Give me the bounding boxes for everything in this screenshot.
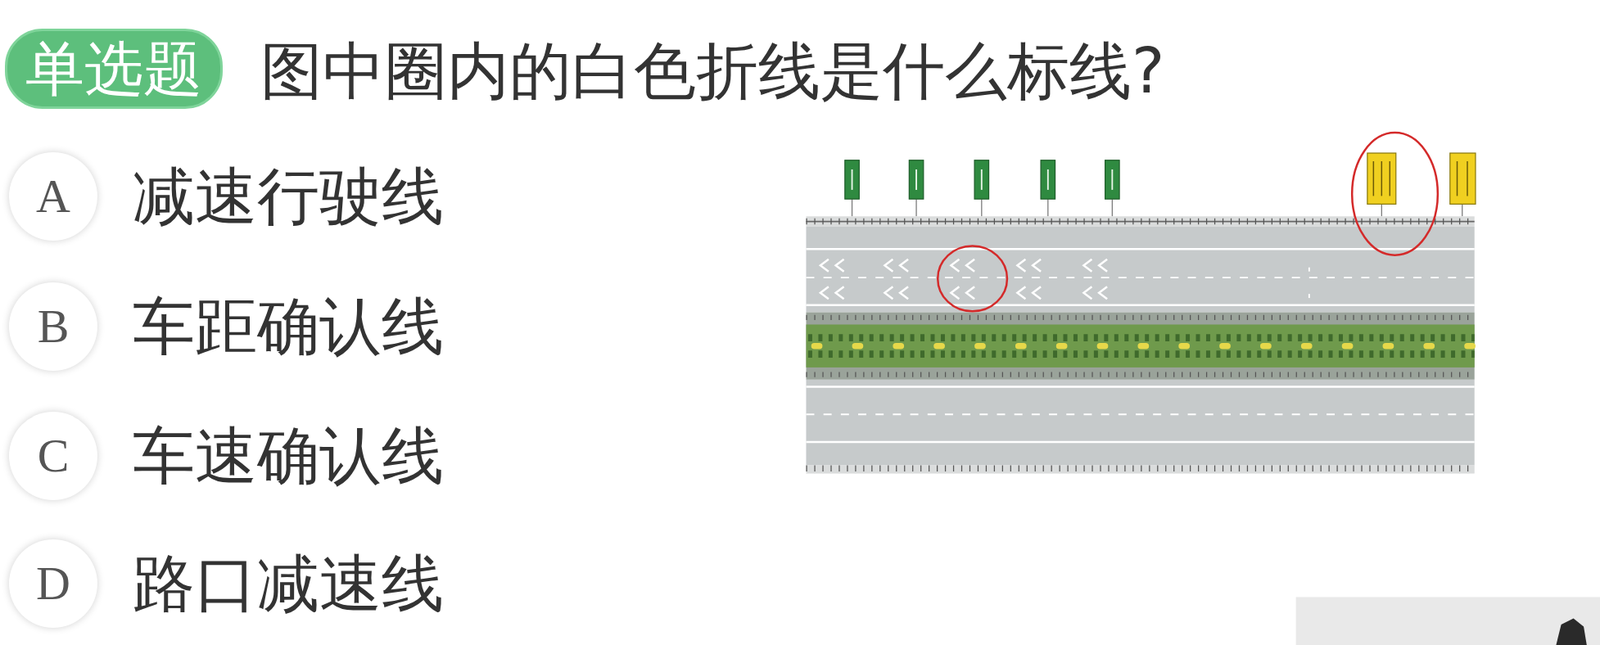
video-corner <box>1296 596 1600 645</box>
question-title: 图中圈内的白色折线是什么标线? <box>260 40 1165 103</box>
option-circle: B <box>9 282 98 371</box>
option-circle: C <box>9 411 98 501</box>
option-letter: C <box>37 432 70 480</box>
option-circle: D <box>9 539 98 629</box>
option-letter: B <box>37 302 70 351</box>
option-text: 路口减速线 <box>132 552 444 615</box>
option-text: 车距确认线 <box>132 295 444 358</box>
option-letter: D <box>36 560 71 608</box>
option-letter: A <box>36 172 71 221</box>
option-text: 车速确认线 <box>132 424 444 488</box>
green-signs <box>845 160 1120 217</box>
highlight-circle <box>937 245 1008 312</box>
question-type-tag: 单选题 <box>4 28 223 109</box>
option-circle: A <box>9 152 98 241</box>
highlight-circle <box>1351 132 1438 256</box>
option-text: 减速行驶线 <box>132 165 444 228</box>
chevron-markings <box>820 259 1108 300</box>
tag-text: 单选题 <box>25 39 203 99</box>
yellow-signs <box>1367 153 1476 217</box>
median-greenery <box>805 324 1474 367</box>
